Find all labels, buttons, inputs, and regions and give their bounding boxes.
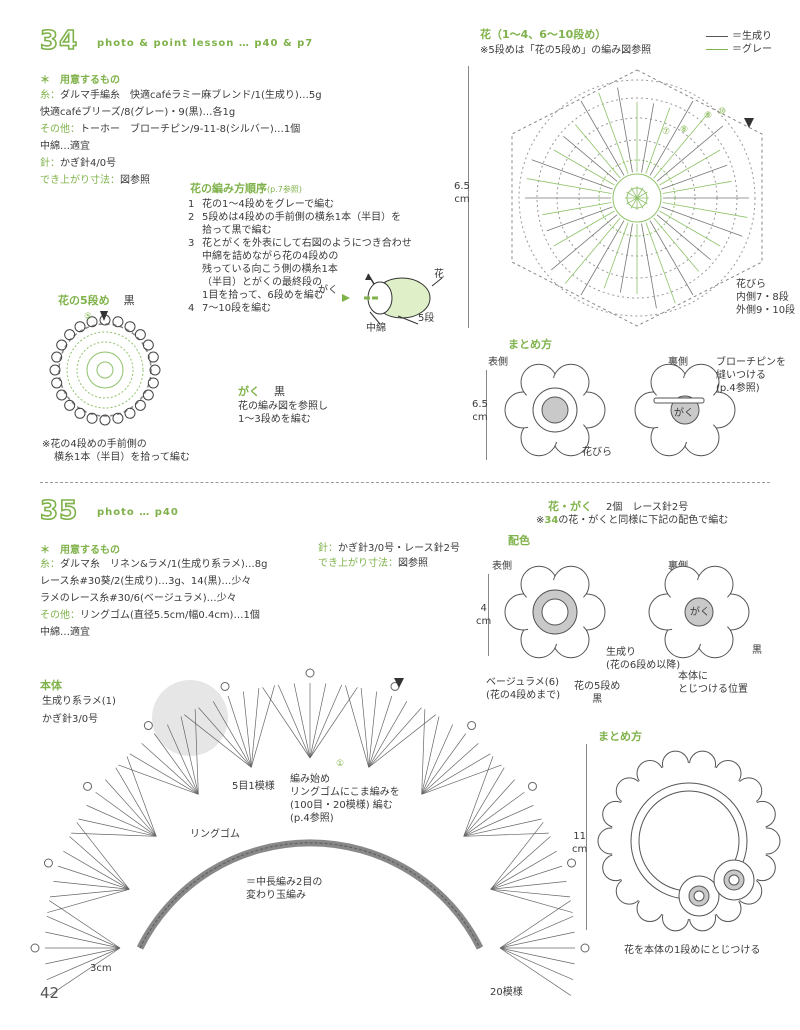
order-step-line: 1目を拾って、6段めを編む xyxy=(202,290,324,301)
back-view-34 xyxy=(634,363,736,457)
size-11cm: 11 cm xyxy=(572,831,588,855)
one-pattern: 5目1模様 xyxy=(232,781,275,792)
legend-symbol: ＝中長編み2目の変わり玉編み xyxy=(246,877,323,901)
kinari-35: 生成り(花の6段め以降) xyxy=(606,647,681,671)
legend: ＝生成り ＝グレー xyxy=(706,30,772,56)
chart-note-34: ※5段めは「花の5段め」の編み図参照 xyxy=(480,45,652,56)
section-35-subtitle: photo … p40 xyxy=(97,507,179,518)
material-line: レース糸#30葵/2(生成り)…3g、14(黒)…少々 xyxy=(40,576,252,587)
size-4cm: 4 cm xyxy=(476,603,492,627)
kuro-35: 黒 xyxy=(752,645,762,656)
svg-text:⑧: ⑧ xyxy=(680,125,688,135)
size-35: でき上がり寸法：図参照 xyxy=(318,558,428,569)
size-line-34 xyxy=(468,66,469,328)
size-34: 6.5 cm xyxy=(454,181,470,205)
cm3-label: 3cm xyxy=(90,963,112,974)
order-step-line: （半目）とがくの最終段の xyxy=(202,277,322,288)
material-line: 糸：ダルマ糸 リネン&ラメ/1(生成り系ラメ)…8g xyxy=(40,559,268,570)
attach-35: 本体にとじつける位置 xyxy=(678,671,748,695)
front-label-35: 表側 xyxy=(492,561,512,572)
final-note: 花を本体の1段めにとじつける xyxy=(624,945,761,956)
flower5-title: 花の5段め黒 xyxy=(58,294,135,307)
section-34-subtitle: photo & point lesson … p40 & p7 xyxy=(97,38,314,49)
petal2-34: 花びら xyxy=(582,447,612,458)
materials-title-35: ＊ 用意するもの xyxy=(40,545,120,556)
flower5-chart: ⑤ xyxy=(49,311,161,426)
svg-text:⑩: ⑩ xyxy=(718,107,726,117)
svg-text:⑨: ⑨ xyxy=(704,111,712,121)
size-line-34b xyxy=(486,370,487,460)
body-hook: かぎ針3/0号 xyxy=(42,714,99,725)
page-number: 42 xyxy=(40,984,60,1002)
chart-title-34: 花（1～4、6～10段め） xyxy=(480,28,607,41)
flower-chart-34: ⑦ ⑧ ⑨ ⑩ xyxy=(511,69,763,327)
front-view-34 xyxy=(504,363,606,457)
svg-text:⑦: ⑦ xyxy=(662,127,670,137)
needle-35: 針：かぎ針3/0号・レース針2号 xyxy=(318,543,460,554)
fig-label-gaku: がく xyxy=(318,285,338,296)
order-step-line: 拾って黒で編む xyxy=(202,225,272,236)
section-number-34: 34 xyxy=(39,25,79,57)
order-step-line: 残っている向こう側の横糸1本 xyxy=(202,264,338,275)
material-line: 快適caféブリーズ/8(グレー)・9(黒)…各1g xyxy=(40,107,236,118)
material-line: その他：リングゴム(直径5.5cm/幅0.4cm)…1個 xyxy=(40,610,260,621)
start-note: 編み始めリングゴムにこま編みを(100目・20模様) 編む(p.4参照) xyxy=(290,774,400,824)
divider xyxy=(40,482,770,483)
size2-34: 6.5 cm xyxy=(472,399,488,423)
pin-note-34: ブローチピンを縫いつける(p.4参照) xyxy=(716,357,786,394)
petal-label-34: 花びら内側7・8段外側9・10段 xyxy=(736,279,796,316)
front-label-34: 表側 xyxy=(488,357,508,368)
flower5-note: ※花の4段めの手前側の横糸1本（半目）を拾って編む xyxy=(42,439,190,463)
order-title: 花の編み方順序(p.7参照) xyxy=(190,182,302,195)
material-line: その他：トーホー ブローチピン/9-11-8(シルバー)…1個 xyxy=(40,124,301,135)
svg-text:①: ① xyxy=(336,759,344,769)
material-line: 糸：ダルマ手編糸 快適caféラミー麻ブレンド/1(生成り)…5g xyxy=(40,90,322,101)
ring-label: リングゴム xyxy=(190,829,240,840)
material-line: 中綿…適宜 xyxy=(40,141,90,152)
matome-title-35: まとめ方 xyxy=(598,730,642,743)
section-number-35: 35 xyxy=(39,495,79,527)
beige-35: ベージュラメ(6)(花の4段めまで) xyxy=(486,677,561,701)
body-yarn: 生成り系ラメ(1) xyxy=(42,696,116,707)
body-title: 本体 xyxy=(40,679,62,692)
fig-label-nakawata: 中綿 xyxy=(366,323,386,334)
size-line-35 xyxy=(488,574,489,656)
size-line-35b xyxy=(586,744,587,930)
material-line: でき上がり寸法：図参照 xyxy=(40,175,150,186)
svg-text:⑤: ⑤ xyxy=(84,312,92,322)
fig-label-5dan: 5段 xyxy=(418,313,435,324)
materials-list-35: 糸：ダルマ糸 リネン&ラメ/1(生成り系ラメ)…8g レース糸#30葵/2(生成り… xyxy=(40,558,267,643)
assembly-figure xyxy=(342,273,443,325)
back-view-35 xyxy=(648,565,750,659)
body-chart-35: ① xyxy=(30,668,590,996)
matome-title-34: まとめ方 xyxy=(508,338,552,351)
finished-view-35 xyxy=(597,750,781,932)
front-view-35 xyxy=(504,565,606,659)
gaku-35: がく xyxy=(690,607,710,618)
calyx-title: がく黒 xyxy=(238,385,285,398)
materials-list-34: 糸：ダルマ手編糸 快適caféラミー麻ブレンド/1(生成り)…5g 快適caféブ… xyxy=(40,89,322,191)
dan5-35: 花の5段め黒 xyxy=(574,681,621,705)
gaku2-34: がく xyxy=(674,408,694,419)
flower-note-35: ※34の花・がくと同様に下記の配色で編む xyxy=(536,515,729,526)
material-line: 針：かぎ針4/0号 xyxy=(40,158,117,169)
fig-label-hana: 花 xyxy=(434,269,444,280)
back-label-34: 裏側 xyxy=(668,357,688,368)
material-line: ラメのレース糸#30/6(ベージュラメ)…少々 xyxy=(40,593,237,604)
pattern20-label: 20模様 xyxy=(490,987,523,998)
haishoku-title: 配色 xyxy=(508,534,530,547)
materials-title-34: ＊ 用意するもの xyxy=(40,75,120,86)
material-line: 中綿…適宜 xyxy=(40,627,90,638)
order-step-line: 中綿を詰めながら花の4段めの xyxy=(202,251,339,262)
